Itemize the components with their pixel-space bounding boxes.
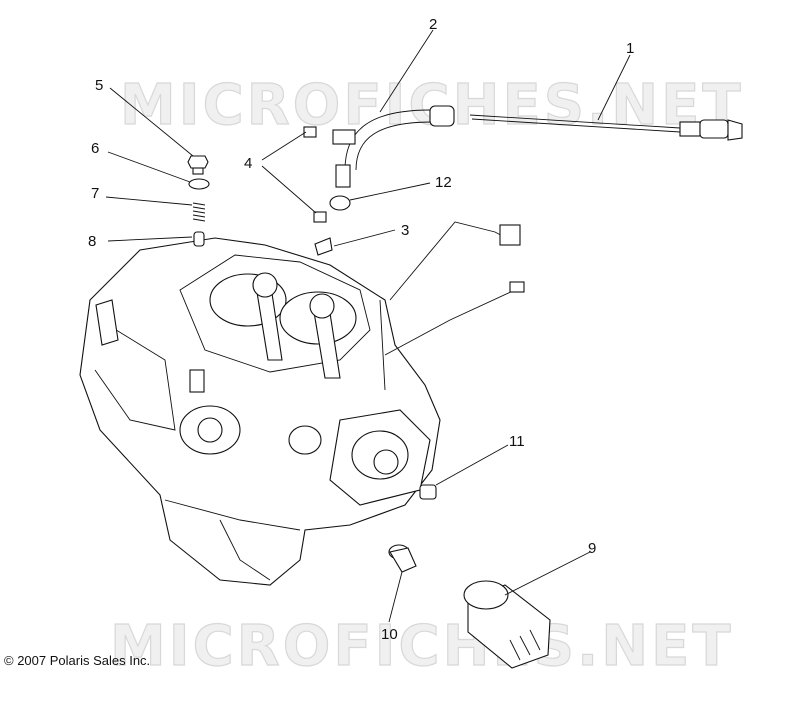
part-1-dipstick xyxy=(469,114,743,141)
part-6-washer xyxy=(188,178,210,190)
callout-10: 10 xyxy=(381,626,398,643)
part-11-plug xyxy=(419,484,437,500)
part-9-oil-filter xyxy=(463,580,551,669)
leader-lines xyxy=(105,29,631,623)
part-12-o-ring xyxy=(329,195,351,211)
callout-6: 6 xyxy=(91,140,99,157)
callout-4: 4 xyxy=(244,155,252,172)
callout-11: 11 xyxy=(509,433,525,450)
callout-1: 1 xyxy=(626,40,634,57)
part-10-fitting xyxy=(388,544,417,573)
callout-12: 12 xyxy=(435,174,452,191)
callout-7: 7 xyxy=(91,185,99,202)
part-8-pin xyxy=(193,231,205,247)
engine-crankcase xyxy=(79,237,441,586)
watermark-bottom: MICROFICHES.NET xyxy=(110,614,734,679)
copyright-notice: © 2007 Polaris Sales Inc. xyxy=(4,653,151,668)
callout-5: 5 xyxy=(95,77,103,94)
part-3-clip xyxy=(314,237,333,256)
part-7-spring xyxy=(192,202,206,222)
callout-2: 2 xyxy=(429,16,437,33)
callout-3: 3 xyxy=(401,222,409,239)
part-4-screws xyxy=(303,126,327,223)
oil-line xyxy=(384,221,525,356)
callout-8: 8 xyxy=(88,233,96,250)
watermark-top: MICROFICHES.NET xyxy=(120,73,744,138)
part-5-bolt xyxy=(187,155,209,175)
callout-9: 9 xyxy=(588,540,596,557)
part-2-fill-tube xyxy=(332,105,455,188)
